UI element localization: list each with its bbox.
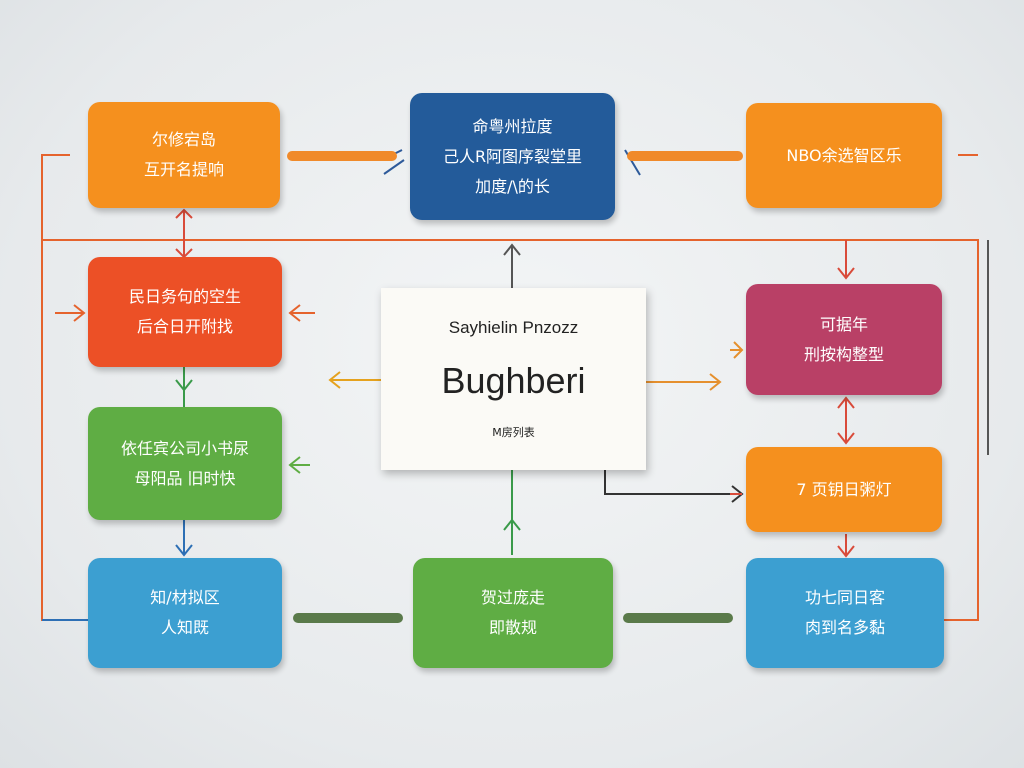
box-mid-left-red: 民日务句的空生 后合日开附找: [88, 257, 282, 367]
box-text: 肉到名多黏: [804, 618, 885, 637]
box-text: 依任宾公司小书尿: [120, 438, 249, 458]
box-top-left: 尔修宕岛 互开名提响: [88, 102, 280, 208]
outer-loop-left: [41, 154, 88, 621]
box-text: NBO余选智区乐: [786, 145, 902, 165]
box-right-orange: 7 页钥日粥灯: [746, 447, 942, 532]
center-footer: M房列表: [492, 426, 535, 439]
box-text: 即散规: [488, 618, 537, 637]
arrow-center-right: [646, 373, 722, 391]
center-title: Bughberi: [441, 360, 586, 401]
arrow-center-orange: [604, 470, 744, 503]
box-right-magenta: 可据年 刑按构整型: [746, 284, 942, 395]
box-bottom-right: 功七同日客 肉到名多黏: [746, 558, 944, 668]
arrow-orange-blue: [837, 534, 855, 558]
arrow-center-left: [328, 371, 381, 389]
box-top-right: NBO余选智区乐: [746, 103, 942, 208]
box-text: 加度/\的长: [475, 176, 550, 196]
arrow-center-top: [503, 243, 521, 288]
box-mid-left-green: 依任宾公司小书尿 母阳品 旧时快: [88, 407, 282, 520]
box-text: 人知既: [160, 618, 209, 637]
center-card: Sayhielin Pnzozz Bughberi M房列表: [381, 288, 646, 470]
box-text: 7 页钥日粥灯: [796, 479, 892, 499]
arrow-magenta-orange: [837, 396, 855, 445]
horizontal-bus: [42, 239, 979, 621]
box-text: 互开名提响: [143, 160, 224, 179]
box-text: 后合日开附找: [136, 317, 233, 336]
box-top-center: 命粤州拉度 己人R阿图序裂堂里 加度/\的长: [410, 93, 615, 220]
box-text: 民日务句的空生: [128, 287, 241, 306]
box-text: 可据年: [819, 314, 868, 334]
box-text: 知/材拟区: [150, 588, 220, 607]
box-bottom-left: 知/材拟区 人知既: [88, 558, 282, 668]
arrow-center-bottom: [503, 470, 521, 555]
box-text: 尔修宕岛: [151, 130, 216, 149]
box-text: 贺过庞走: [480, 588, 545, 607]
box-text: 命粤州拉度: [472, 116, 553, 136]
box-text: 功七同日客: [804, 588, 885, 607]
center-subtitle: Sayhielin Pnzozz: [448, 318, 579, 337]
arrow-tr-magenta: [837, 240, 855, 280]
box-text: 母阳品 旧时快: [134, 468, 236, 488]
box-text: 刑按构整型: [803, 344, 884, 364]
box-text: 己人R阿图序裂堂里: [442, 146, 583, 166]
box-bottom-center: 贺过庞走 即散规: [413, 558, 613, 668]
